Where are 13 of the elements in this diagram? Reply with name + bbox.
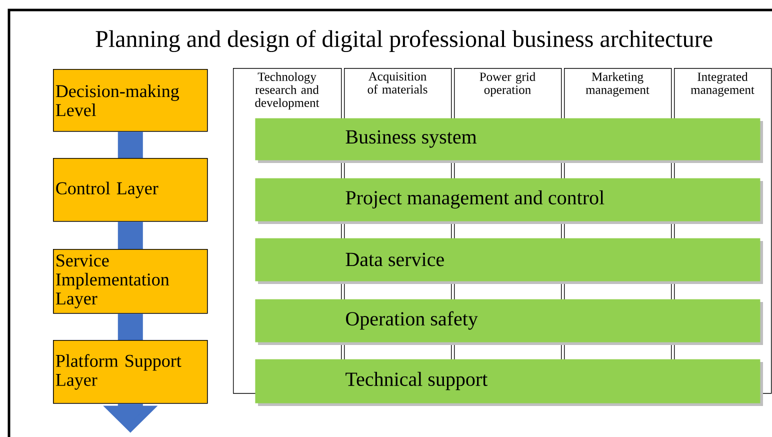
layer-box: Service Implementation Layer (53, 249, 208, 314)
connector (118, 222, 143, 249)
layer-bar: Technical support (255, 359, 763, 406)
layer-bar: Data service (255, 238, 763, 284)
connector (118, 314, 143, 340)
layer-bar: Operation safety (255, 299, 763, 345)
layer-bar: Business system (255, 118, 763, 163)
layer-box: Platform Support Layer (53, 340, 208, 404)
title: Planning and design of digital professional business architecture (96, 30, 712, 52)
layer-bar: Project management and control (255, 178, 763, 224)
layer-box: Decision-making Level (53, 69, 208, 132)
layer-box: Control Layer (53, 158, 208, 222)
connector (118, 132, 143, 158)
